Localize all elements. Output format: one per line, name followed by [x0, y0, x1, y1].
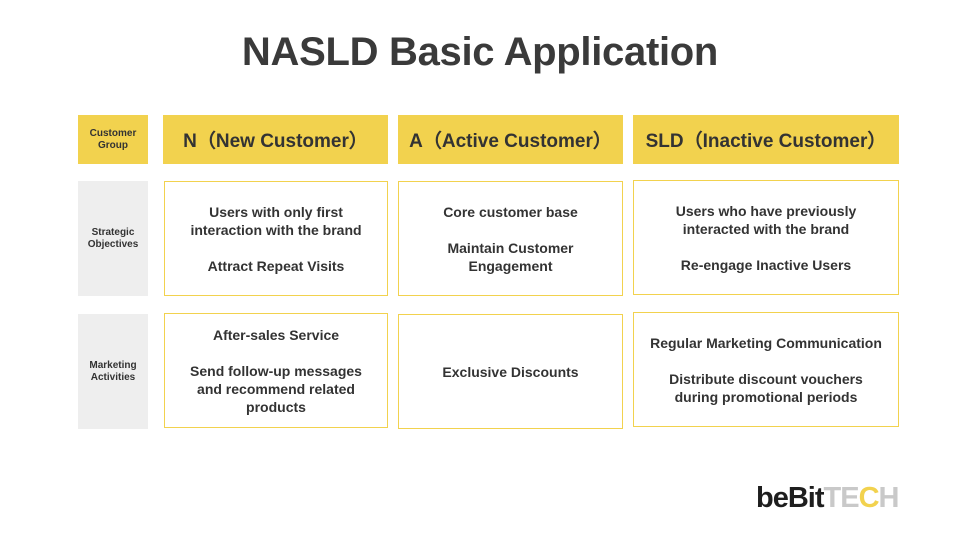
cell-text-primary: Regular Marketing Communication: [650, 334, 882, 351]
cell-inactive-strategic: Users who have previously interacted wit…: [633, 180, 899, 295]
cell-text-primary: Users with only first interaction with t…: [190, 203, 362, 238]
cell-new-strategic: Users with only first interaction with t…: [164, 181, 388, 296]
cell-text-primary: Exclusive Discounts: [442, 363, 579, 380]
cell-active-strategic: Core customer base Maintain Customer Eng…: [398, 181, 623, 296]
cell-text-secondary: Distribute discount vouchers during prom…: [669, 370, 863, 405]
cell-active-marketing: Exclusive Discounts: [398, 314, 623, 429]
bebit-tech-logo: beBitTECH: [756, 482, 900, 514]
column-header-text: A（Active Customer）: [409, 131, 612, 152]
page-title: NASLD Basic Application: [241, 30, 719, 74]
cell-new-marketing: After-sales Service Send follow-up messa…: [164, 313, 388, 428]
cell-text-secondary: Attract Repeat Visits: [207, 257, 345, 274]
row-label-text: Customer Group: [89, 127, 137, 151]
cell-inactive-marketing: Regular Marketing Communication Distribu…: [633, 312, 899, 427]
column-header-active-customer: A（Active Customer）: [398, 115, 623, 164]
logo-part-bebit: beBit: [756, 482, 824, 514]
row-label-marketing-activities: Marketing Activities: [78, 314, 148, 429]
column-header-new-customer: N（New Customer）: [163, 115, 388, 164]
cell-text-primary: Core customer base: [443, 203, 578, 220]
row-label-strategic-objectives: Strategic Objectives: [78, 181, 148, 296]
cell-text-primary: Users who have previously interacted wit…: [675, 202, 857, 237]
row-label-customer-group: Customer Group: [78, 115, 148, 164]
cell-text-primary: After-sales Service: [212, 326, 340, 343]
column-header-text: SLD（Inactive Customer）: [645, 131, 887, 152]
cell-text-secondary: Send follow-up messages and recommend re…: [190, 362, 362, 415]
row-label-text: Marketing Activities: [89, 359, 137, 383]
column-header-inactive-customer: SLD（Inactive Customer）: [633, 115, 899, 164]
row-label-text: Strategic Objectives: [87, 226, 139, 250]
logo-part-c: C: [858, 482, 880, 514]
cell-text-secondary: Re-engage Inactive Users: [680, 256, 852, 273]
column-header-text: N（New Customer）: [183, 131, 368, 152]
cell-text-secondary: Maintain Customer Engagement: [447, 239, 574, 274]
logo-part-h: H: [878, 482, 900, 514]
logo-part-te: TE: [823, 482, 860, 514]
